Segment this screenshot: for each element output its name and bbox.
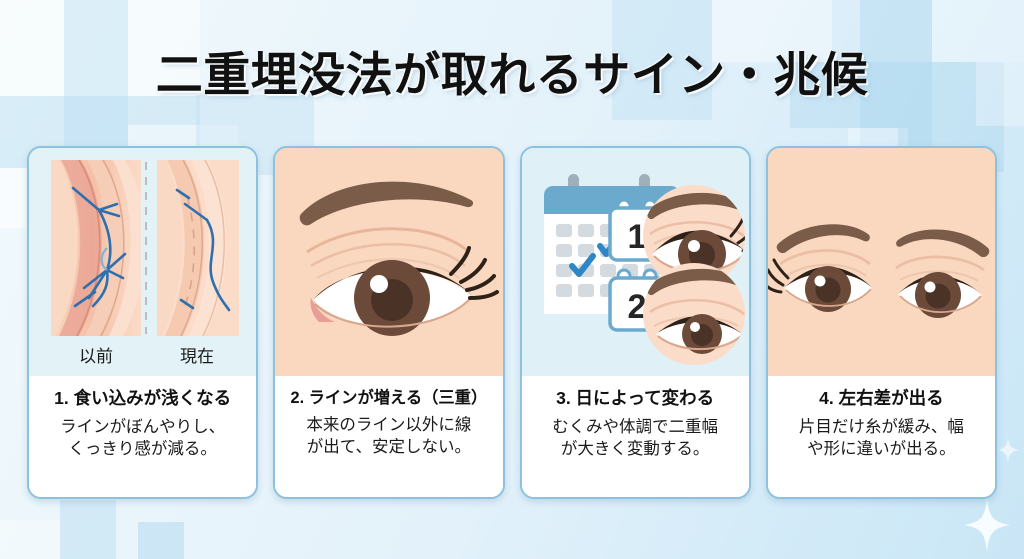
card-1-illustration: 以前 現在 bbox=[29, 148, 257, 376]
right-eye bbox=[894, 229, 990, 318]
cards-row: 以前 現在 1. 食い込みが浅くなる ラインがぼんやりし、 くっきり感が減る。 bbox=[27, 146, 997, 499]
card-3-text: 3. 日によって変わる むくみや体調で二重幅 が大きく変動する。 bbox=[521, 376, 749, 497]
card-1-heading: 1. 食い込みが浅くなる bbox=[54, 388, 232, 408]
card-4[interactable]: 4. 左右差が出る 片目だけ糸が緩み、幅 や形に違いが出る。 bbox=[765, 146, 997, 499]
bg-block bbox=[0, 520, 60, 559]
card-2[interactable]: 2. ラインが増える（三重） 本来のライン以外に線 が出て、安定しない。 bbox=[273, 146, 505, 499]
page-title: 二重埋没法が取れるサイン・兆候 bbox=[155, 47, 869, 101]
card-3-body-line2: が大きく変動する。 bbox=[560, 439, 710, 458]
calendar-two-eyes-illustration: 1 2 bbox=[521, 148, 749, 376]
title-container: 二重埋没法が取れるサイン・兆候 bbox=[0, 0, 1024, 140]
card-2-body-line1: 本来のライン以外に線 bbox=[306, 416, 472, 435]
card-2-body-line2: が出て、安定しない。 bbox=[306, 438, 471, 457]
sparkle-icon bbox=[997, 437, 1019, 463]
svg-text:以前: 以前 bbox=[79, 347, 113, 366]
card-4-body: 片目だけ糸が緩み、幅 や形に違いが出る。 bbox=[774, 417, 989, 461]
bg-block bbox=[138, 522, 184, 559]
both-eyes-asymmetry-illustration bbox=[767, 148, 995, 376]
card-3-illustration: 1 2 bbox=[521, 148, 749, 376]
calendar-day-1: 1 bbox=[627, 218, 646, 256]
card-2-text: 2. ラインが増える（三重） 本来のライン以外に線 が出て、安定しない。 bbox=[275, 376, 503, 497]
cross-section-suture-diagram: 以前 現在 bbox=[51, 160, 239, 366]
card-4-heading: 4. 左右差が出る bbox=[819, 388, 944, 408]
card-1-body: ラインがぼんやりし、 くっきり感が減る。 bbox=[35, 417, 250, 461]
left-eye bbox=[767, 224, 872, 312]
card-3-heading: 3. 日によって変わる bbox=[556, 388, 715, 408]
svg-text:現在: 現在 bbox=[180, 347, 214, 366]
card-1-text: 1. 食い込みが浅くなる ラインがぼんやりし、 くっきり感が減る。 bbox=[29, 376, 257, 497]
card-3-body-line1: むくみや体調で二重幅 bbox=[552, 417, 718, 436]
card-4-body-line2: や形に違いが出る。 bbox=[807, 439, 956, 458]
single-eye-triple-line-illustration bbox=[275, 148, 503, 376]
card-4-illustration bbox=[767, 148, 995, 376]
card-2-illustration bbox=[275, 148, 503, 376]
card-2-heading: 2. ラインが増える（三重） bbox=[290, 389, 488, 407]
eye-circle-day2 bbox=[642, 263, 745, 365]
bg-block bbox=[60, 500, 116, 559]
calendar-day-2: 2 bbox=[627, 288, 646, 326]
card-4-body-line1: 片目だけ糸が緩み、幅 bbox=[798, 417, 964, 436]
card-3-body: むくみや体調で二重幅 が大きく変動する。 bbox=[528, 417, 743, 461]
sparkle-icon bbox=[964, 498, 1010, 552]
card-4-text: 4. 左右差が出る 片目だけ糸が緩み、幅 や形に違いが出る。 bbox=[767, 376, 995, 497]
card-2-body: 本来のライン以外に線 が出て、安定しない。 bbox=[281, 415, 496, 459]
card-1-body-line1: ラインがぼんやりし、 bbox=[60, 417, 226, 436]
card-1[interactable]: 以前 現在 1. 食い込みが浅くなる ラインがぼんやりし、 くっきり感が減る。 bbox=[27, 146, 259, 499]
card-3[interactable]: 1 2 bbox=[519, 146, 751, 499]
card-1-body-line2: くっきり感が減る。 bbox=[68, 439, 217, 458]
